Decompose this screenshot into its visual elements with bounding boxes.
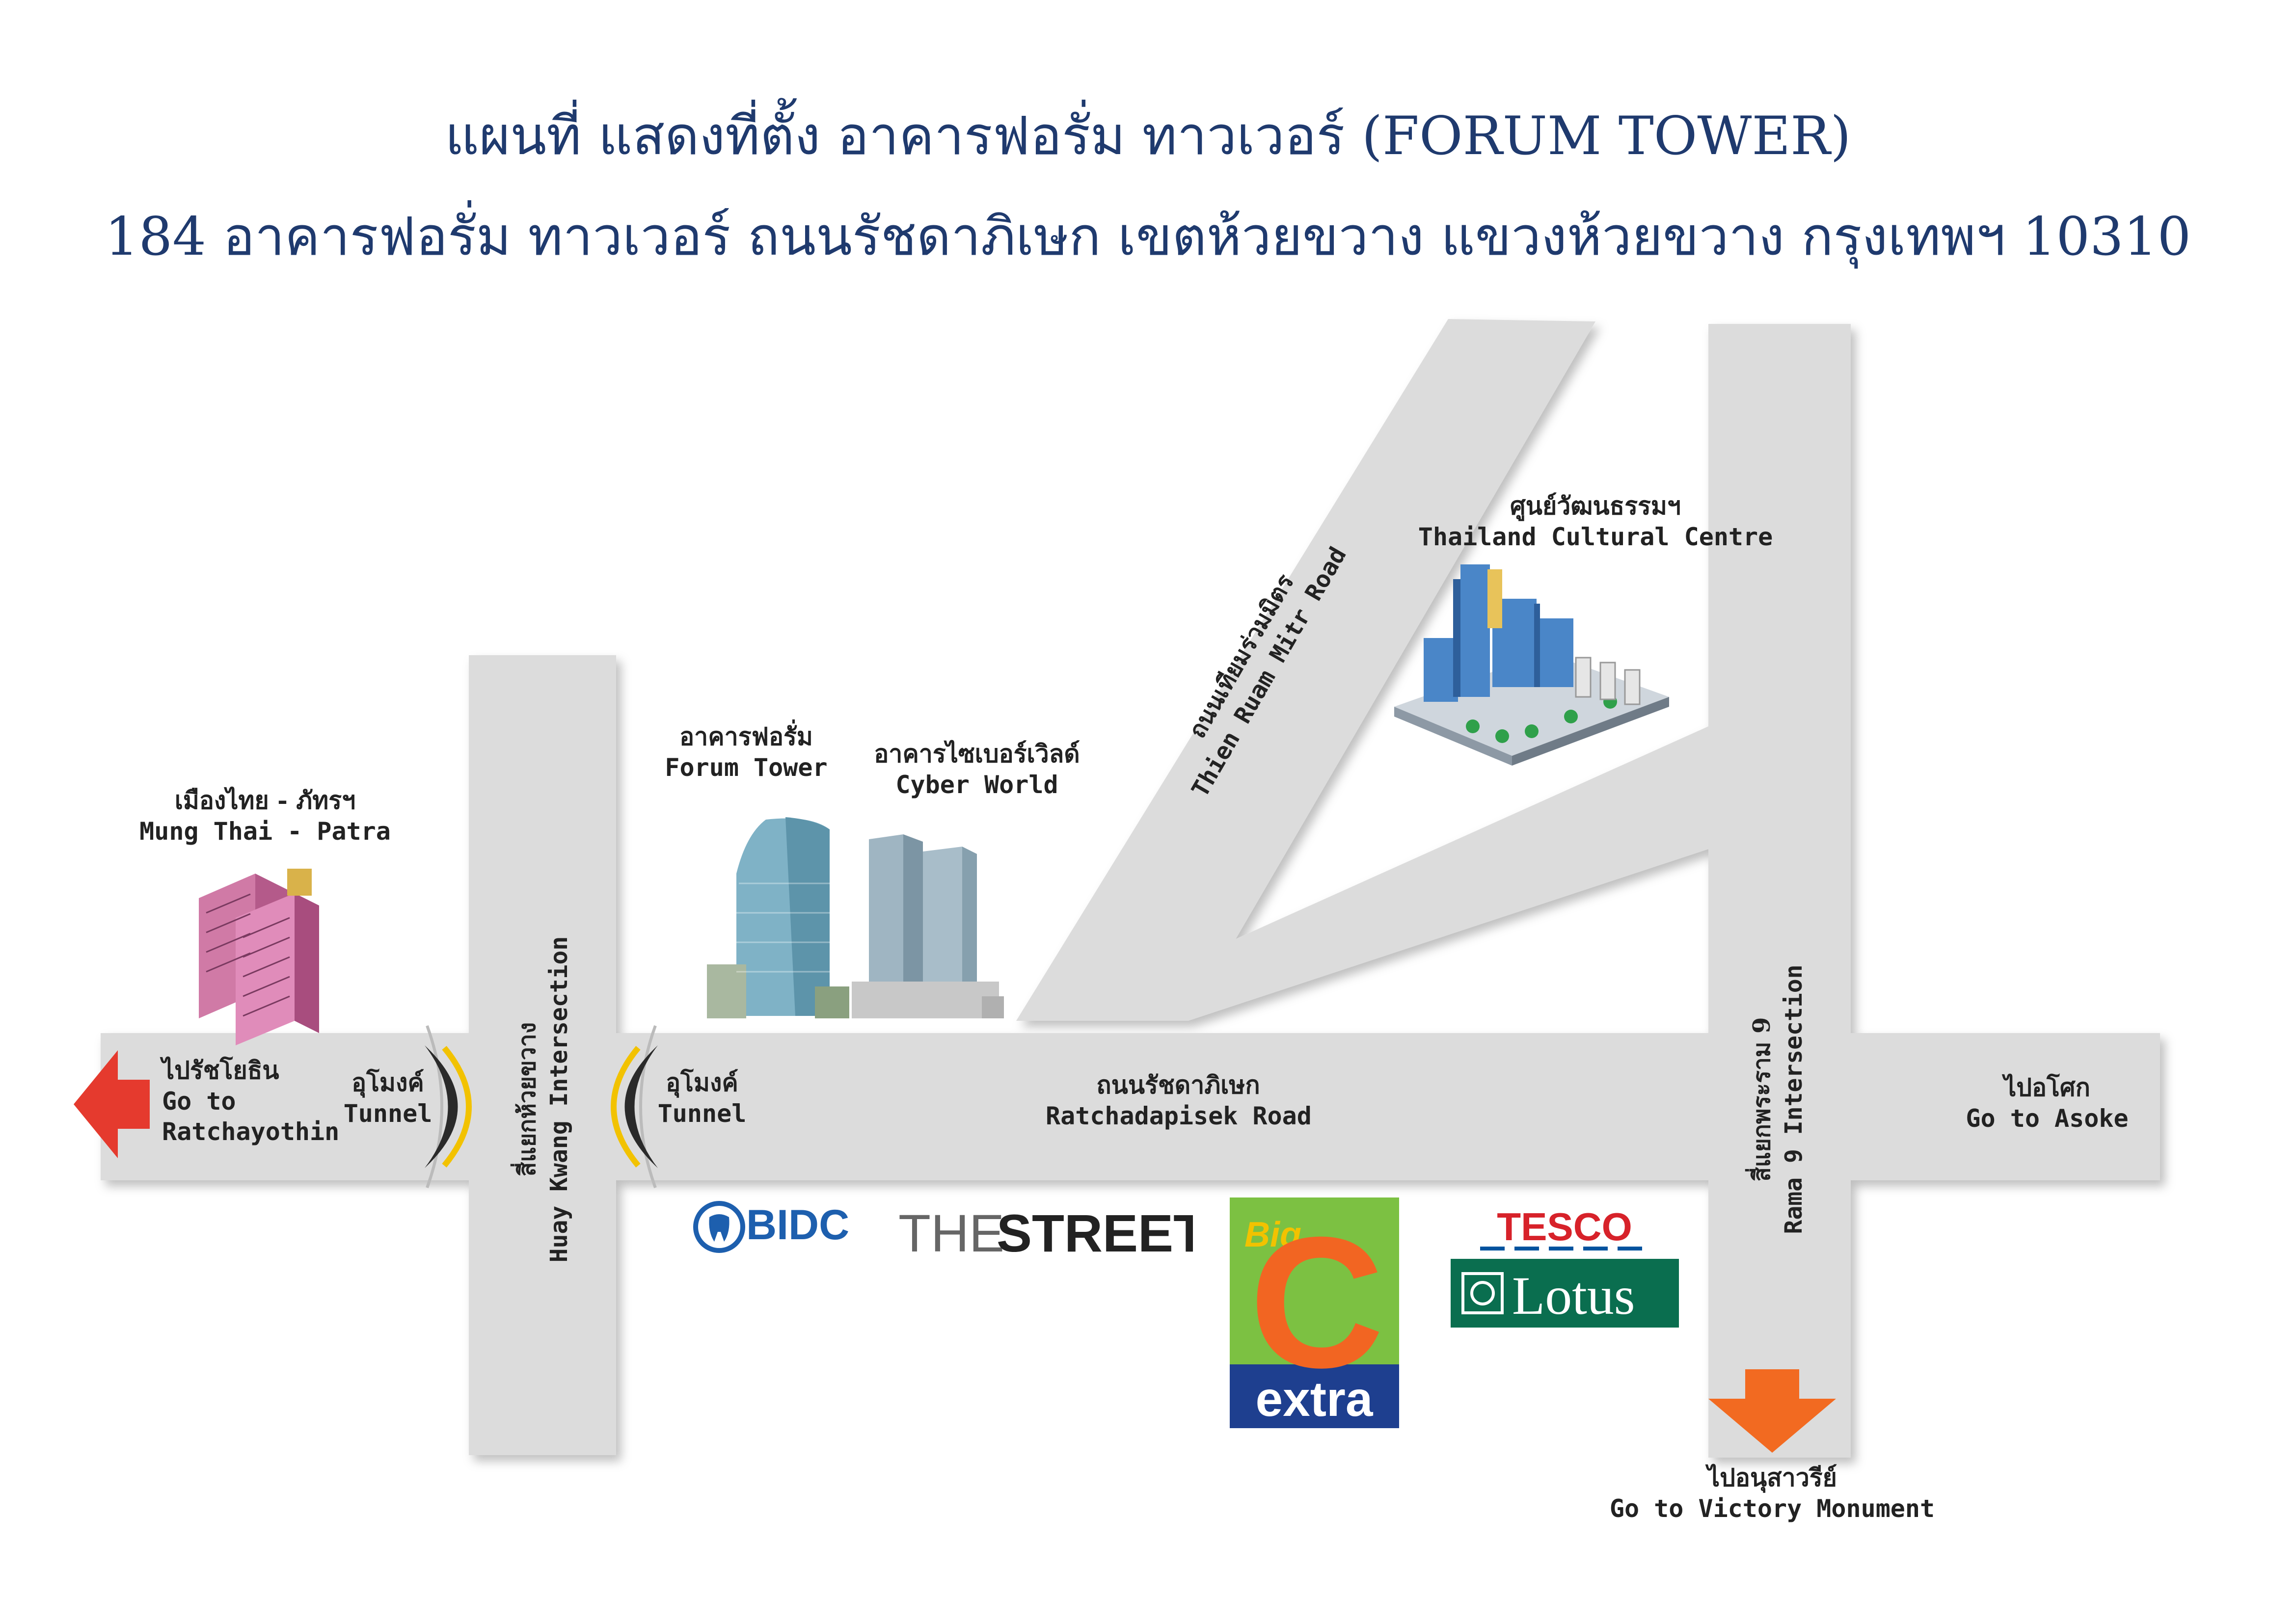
label-cultural: ศูนย์วัฒนธรรมฯ Thailand Cultural Centre	[1414, 491, 1777, 552]
road-rama9	[1708, 324, 1851, 1458]
label-forum: อาคารฟอรั่ม Forum Tower	[638, 721, 854, 783]
cultural-centre-icon	[1394, 564, 1669, 766]
road-ratchadapisek	[101, 1033, 2160, 1180]
tunnel-left-en: Tunnel	[343, 1099, 432, 1128]
forum-th: อาคารฟอรั่ม	[679, 722, 813, 751]
street-the-text: THE	[898, 1203, 1004, 1263]
bidc-logo: BIDC	[692, 1197, 879, 1271]
bigc-extra-logo: Big C extra	[1230, 1197, 1399, 1428]
label-victory: ไปอนุสาวรีย์ Go to Victory Monument	[1595, 1463, 1949, 1524]
arrow-left-icon	[74, 1050, 150, 1158]
arrow-down-icon	[1708, 1369, 1836, 1453]
lotus-flower-icon	[1461, 1272, 1504, 1314]
rama9-en: Rama 9 Intersection	[1780, 964, 1808, 1234]
ratchayothin-en2: Ratchayothin	[162, 1117, 340, 1146]
tunnel-right-en: Tunnel	[657, 1099, 747, 1128]
ratchadapisek-en: Ratchadapisek Road	[1046, 1101, 1312, 1130]
label-rama9: สี่แยกพระราม 9 Rama 9 Intersection	[1745, 964, 1808, 1234]
bidc-text: BIDC	[746, 1201, 849, 1249]
huaykwang-th: สี่แยกห้วยขวาง	[510, 1022, 541, 1176]
asoke-th: ไปอโศก	[2004, 1073, 2090, 1102]
mungthai-th: เมืองไทย - ภัทรฯ	[174, 786, 356, 815]
ratchadapisek-th: ถนนรัชดาภิเษก	[1096, 1070, 1260, 1099]
mungthai-en: Mung Thai - Patra	[139, 817, 391, 846]
label-tunnel-right: อุโมงค์ Tunnel	[648, 1067, 756, 1129]
road-connector	[1168, 726, 1708, 1021]
cultural-th: ศูนย์วัฒนธรรมฯ	[1510, 491, 1681, 520]
rama9-th: สี่แยกพระราม 9	[1745, 1017, 1776, 1181]
label-tunnel-left: อุโมงค์ Tunnel	[334, 1067, 442, 1129]
bigc-extra-text: extra	[1255, 1372, 1373, 1427]
mungthai-building-icon	[199, 869, 319, 1045]
tunnel-left-mark	[425, 1025, 472, 1189]
roads	[101, 319, 2160, 1458]
street-street-text: STREET	[997, 1203, 1193, 1263]
forum-tower-icon	[707, 817, 849, 1018]
address-subtitle: 184 อาคารฟอรั่ม ทาวเวอร์ ถนนรัชดาภิเษก เ…	[105, 206, 2191, 267]
tunnel-right-mark	[611, 1025, 658, 1189]
tesco-lotus-logo: TESCO Lotus	[1451, 1205, 1679, 1328]
the-street-logo: THE STREET	[898, 1202, 1206, 1271]
bigc-c-text: C	[1249, 1198, 1384, 1407]
label-asoke: ไปอโศก Go to Asoke	[1954, 1072, 2140, 1134]
huaykwang-en: Huay Kwang Intersection	[545, 936, 573, 1263]
label-cyber: อาคารไซเบอร์เวิลด์ Cyber World	[854, 739, 1100, 800]
page-title: แผนที่ แสดงที่ตั้ง อาคารฟอรั่ม ทาวเวอร์ …	[445, 106, 1851, 167]
bidc-tooth-icon: BIDC	[693, 1201, 849, 1253]
label-huaykwang: สี่แยกห้วยขวาง Huay Kwang Intersection	[510, 936, 573, 1263]
label-ratchadapisek: ถนนรัชดาภิเษก Ratchadapisek Road	[1046, 1070, 1312, 1131]
cyber-world-icon	[852, 834, 1004, 1018]
cultural-en: Thailand Cultural Centre	[1418, 522, 1773, 551]
ratchayothin-en1: Go to	[162, 1087, 236, 1116]
label-mungthai: เมืองไทย - ภัทรฯ Mung Thai - Patra	[123, 785, 407, 847]
forum-en: Forum Tower	[665, 753, 828, 782]
cyber-th: อาคารไซเบอร์เวิลด์	[874, 739, 1080, 768]
road-thienruam	[1016, 319, 1595, 1021]
lotus-text: Lotus	[1512, 1266, 1635, 1326]
victory-th: ไปอนุสาวรีย์	[1707, 1463, 1837, 1492]
tunnel-left-th: อุโมงค์	[351, 1068, 424, 1097]
ratchayothin-th: ไปรัชโยธิน	[162, 1056, 279, 1085]
victory-en: Go to Victory Monument	[1609, 1494, 1935, 1523]
label-ratchayothin: ไปรัชโยธิน Go to Ratchayothin	[162, 1055, 339, 1147]
bigc-big-text: Big	[1244, 1215, 1301, 1254]
tesco-text: TESCO	[1497, 1205, 1632, 1249]
asoke-en: Go to Asoke	[1966, 1104, 2129, 1133]
tunnel-right-th: อุโมงค์	[666, 1068, 738, 1097]
cyber-en: Cyber World	[895, 770, 1058, 799]
